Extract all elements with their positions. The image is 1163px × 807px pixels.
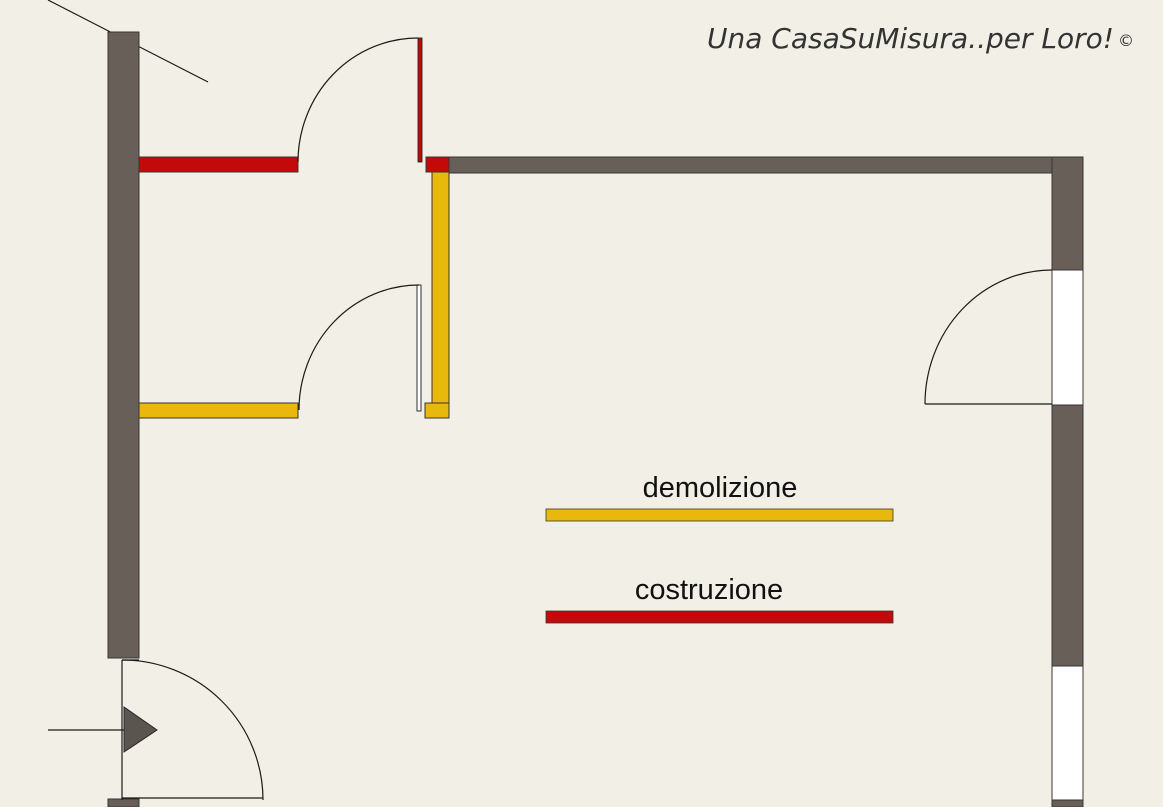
construction-wall-upper-left: [138, 156, 299, 173]
right-wall-lower-stub: [1051, 799, 1084, 807]
legend-swatch-construction: [545, 610, 894, 624]
right-wall-upper: [1051, 156, 1084, 271]
lower-door-arc: [298, 284, 420, 411]
top-wall: [448, 156, 1084, 174]
right-opening-upper: [1051, 269, 1084, 406]
right-door-arc: [924, 269, 1053, 405]
legend-label-demolition: demolizione: [643, 472, 798, 504]
right-wall-middle: [1051, 404, 1084, 667]
watermark-copyright: ©: [1118, 31, 1134, 50]
upper-door-arc: [297, 37, 419, 163]
legend-swatch-demolition: [545, 508, 894, 522]
watermark-text: Una CasaSuMisura..per Loro!: [707, 22, 1114, 55]
right-opening-lower: [1051, 665, 1084, 801]
left-wall-upper: [107, 31, 140, 659]
demolition-wall-lower-left: [138, 402, 299, 419]
legend-label-construction: costruzione: [635, 574, 783, 606]
demolition-wall-foot: [424, 402, 450, 419]
demolition-wall-vertical: [431, 171, 450, 419]
watermark: Una CasaSuMisura..per Loro! ©: [707, 22, 1134, 55]
entrance-door-arc: [121, 659, 264, 801]
legend: demolizione costruzione: [545, 472, 894, 624]
construction-wall-corner: [425, 156, 450, 173]
construction-door-jamb: [417, 37, 423, 163]
left-wall-lower-stub: [107, 798, 140, 807]
entrance-arrow-icon: [48, 706, 158, 753]
demolition-door-jamb: [416, 284, 422, 412]
